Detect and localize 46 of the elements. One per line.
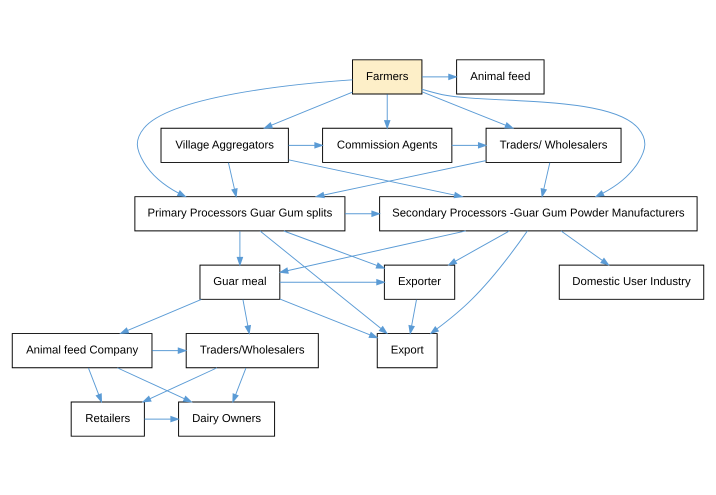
node-box: Traders/ Wholesalers: [486, 127, 622, 162]
node-box: Primary Processors Guar Gum splits: [134, 196, 346, 231]
arrow: [280, 298, 378, 338]
node-box: Dairy Owners: [178, 401, 276, 436]
arrow: [288, 158, 464, 198]
arrow: [136, 78, 353, 197]
node-box: Farmers: [352, 58, 422, 94]
arrow: [288, 142, 324, 148]
node-box: Guar meal: [200, 264, 280, 300]
arrow: [142, 366, 218, 402]
arrow: [88, 367, 102, 403]
arrow: [119, 298, 202, 334]
arrow: [278, 230, 466, 274]
arrow: [447, 230, 510, 266]
arrow: [144, 415, 180, 422]
node-box: Animal feed: [456, 58, 545, 94]
arrow: [540, 162, 550, 198]
node-box: Traders/Wholesalers: [186, 332, 319, 368]
arrow: [228, 162, 238, 198]
arrow: [116, 366, 193, 402]
arrow: [263, 91, 353, 128]
node-box: Domestic User Industry: [558, 264, 704, 300]
arrow: [283, 230, 386, 268]
arrow: [430, 230, 528, 334]
arrow: [560, 230, 610, 266]
node-box: Village Aggregators: [160, 127, 289, 162]
arrow: [260, 230, 388, 334]
arrow: [422, 73, 458, 80]
arrow: [421, 88, 646, 197]
node-box: Export: [376, 332, 438, 368]
node-box: Animal feed Company: [12, 332, 152, 368]
arrow: [242, 298, 252, 334]
arrow: [152, 346, 188, 354]
arrow: [314, 160, 486, 198]
node-box: Secondary Processors -Guar Gum Powder Manufacturers: [379, 196, 698, 231]
arrow: [232, 367, 246, 403]
arrow: [279, 278, 386, 286]
node-box: Retailers: [70, 401, 145, 436]
arrow: [384, 93, 391, 130]
arrow: [422, 90, 514, 128]
arrow: [451, 142, 488, 148]
node-box: Exporter: [384, 264, 456, 300]
node-box: Commission Agents: [322, 127, 452, 162]
arrow: [236, 230, 244, 266]
arrow: [408, 298, 417, 334]
arrow: [344, 210, 381, 217]
